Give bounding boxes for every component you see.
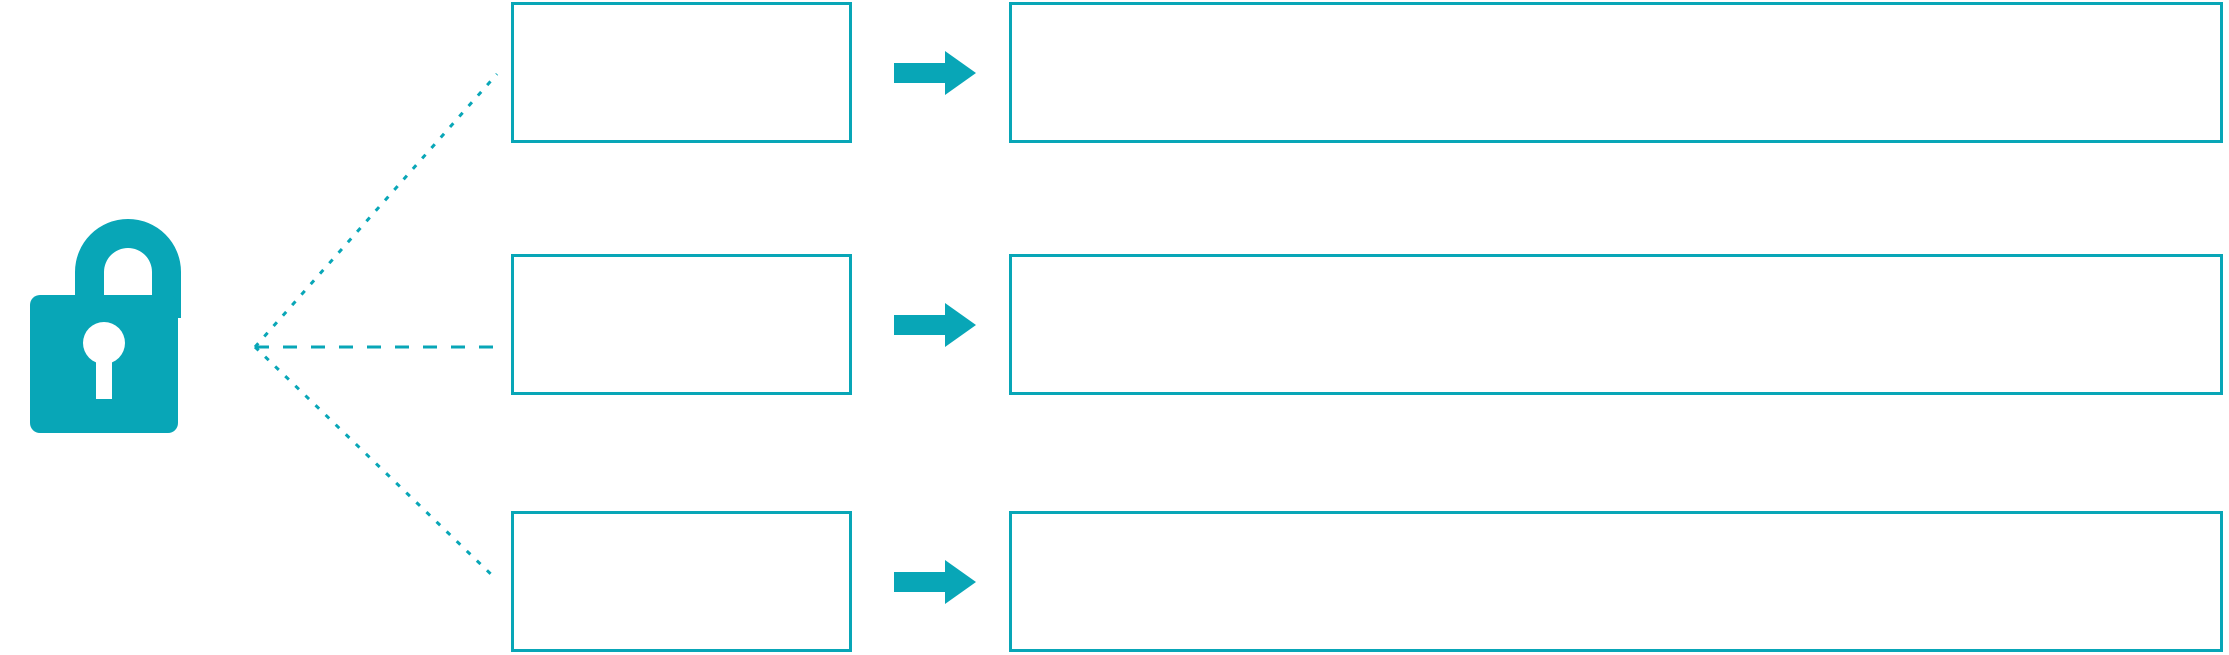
flow-row [0,511,2229,654]
stage-one-box[interactable] [511,511,852,652]
stage-two-label [1012,257,2220,277]
connector-line-top [253,73,499,348]
stage-one-label [514,5,849,25]
stage-two-label [1012,5,2220,25]
stage-one-label [514,514,849,534]
stage-two-box[interactable] [1009,511,2223,652]
stage-one-label [514,257,849,277]
arrow-right-icon [894,560,976,604]
stage-one-box[interactable] [511,2,852,143]
flow-row [0,254,2229,397]
stage-two-box[interactable] [1009,2,2223,143]
arrow-right-icon [894,303,976,347]
stage-two-label [1012,514,2220,534]
arrow-right-icon [894,51,976,95]
stage-two-box[interactable] [1009,254,2223,395]
stage-one-box[interactable] [511,254,852,395]
flow-row [0,2,2229,145]
